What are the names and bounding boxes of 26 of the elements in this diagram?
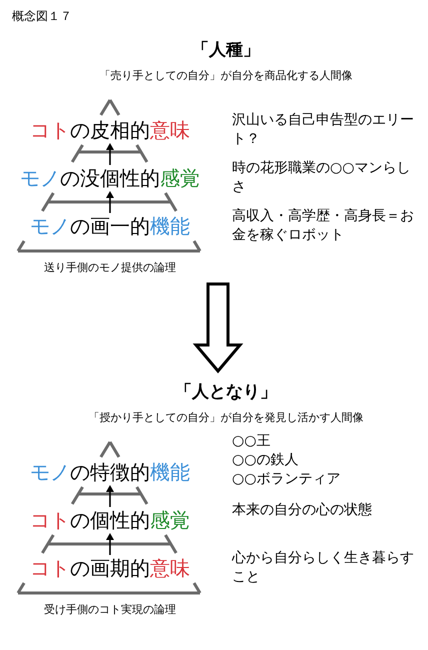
- tier-label: コトの皮相的意味: [30, 117, 190, 143]
- pyramid-caption: 送り手側のモノ提供の論理: [44, 260, 176, 275]
- description-text: 心から自分らしく生き暮らすこと: [232, 549, 415, 587]
- description-text: 本来の自分の心の状態: [232, 501, 373, 520]
- section-subtitle: 「授かり手としての自分」が自分を発見し活かす人間像: [88, 410, 364, 425]
- description-text: ○○ボランティア: [232, 470, 342, 488]
- description-text: ○○王: [232, 432, 272, 450]
- description-text: 時の花形職業の○○マンらしさ: [232, 159, 412, 197]
- tier-label: モノの画一的機能: [30, 213, 190, 239]
- description-text: ○○の鉄人: [232, 450, 300, 470]
- arrow: [106, 191, 114, 213]
- description-text: 沢山いる自己申告型のエリート？: [232, 111, 415, 149]
- hollow-arrow: [192, 282, 244, 374]
- pyramid-caption: 受け手側のコト実現の論理: [44, 602, 176, 617]
- description-text: 高収入・高学歴・高身長＝お金を稼ぐロボット: [232, 207, 415, 245]
- arrow: [106, 485, 114, 507]
- figure-title: 概念図１７: [12, 8, 72, 25]
- tier-label: モノの特徴的機能: [30, 459, 190, 485]
- section-subtitle: 「売り手としての自分」が自分を商品化する人間像: [100, 68, 352, 83]
- section-heading: 「人となり」: [175, 381, 277, 403]
- arrow: [106, 143, 114, 165]
- tier-label: コトの個性的感覚: [30, 507, 190, 533]
- tier-label: モノの没個性的感覚: [20, 165, 200, 191]
- tier-label: コトの画期的意味: [30, 555, 190, 581]
- arrow: [106, 533, 114, 555]
- section-heading: 「人種」: [192, 39, 260, 61]
